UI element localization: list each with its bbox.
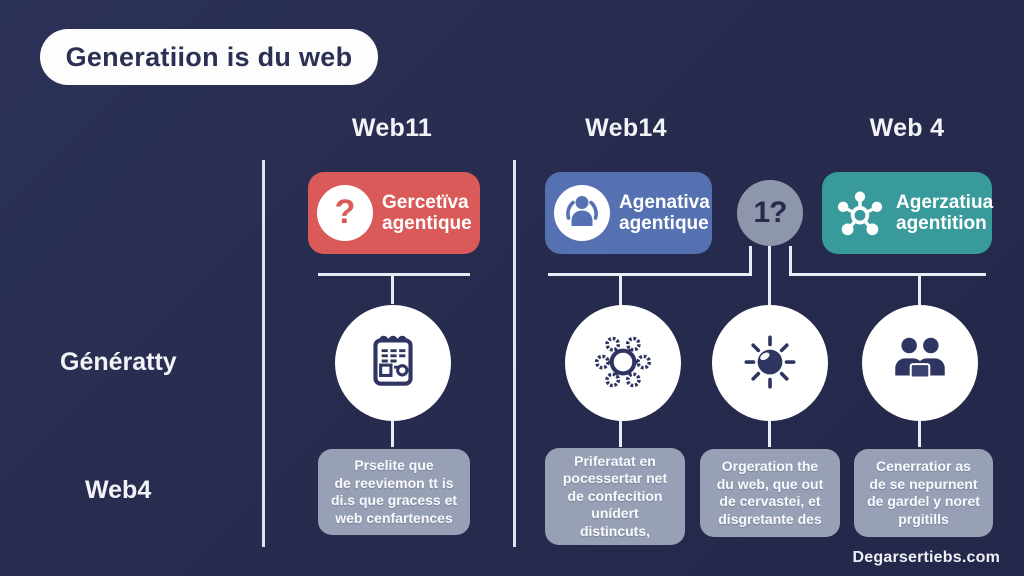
people-collaboration-icon [887, 328, 953, 399]
question-mark-icon: ? [317, 185, 373, 241]
badge-label: Agenativa agentique [619, 191, 710, 234]
description-box-2: Priferatat en pocessertar net de confecí… [545, 448, 685, 545]
molecule-icon [831, 184, 889, 242]
badge-label: Gercetïva agentique [382, 191, 472, 234]
page-title: Generatiion is du web [40, 29, 378, 85]
badge-organization-agent-teal: Agerzatiua agentition [822, 172, 994, 254]
question-circle-node: 1? [737, 180, 803, 246]
row-label-web4: Web4 [85, 476, 152, 504]
sun-sphere-icon [737, 328, 803, 399]
connector-stub-right-up [789, 246, 792, 276]
connector-col2-horizontal [548, 273, 752, 276]
connector-circle2-to-box [619, 420, 622, 447]
connector-circle4-to-box [918, 420, 921, 447]
connector-col4-down [918, 276, 921, 306]
connector-col2-down [619, 276, 622, 306]
icon-circle-gear-network [565, 305, 681, 421]
notepad-icon [360, 328, 426, 399]
connector-col1-down [391, 276, 394, 304]
connector-center-down [768, 246, 771, 306]
icon-circle-notepad [335, 305, 451, 421]
divider-line-left [262, 160, 265, 547]
connector-circle3-to-box [768, 420, 771, 447]
icon-circle-sun [712, 305, 828, 421]
row-label-generative: Génératty [60, 348, 177, 376]
watermark-text: Degarsertiebs.com [852, 549, 1000, 566]
connector-col1-horizontal [318, 273, 470, 276]
column-header-web4: Web 4 [869, 114, 945, 142]
badge-agentic-agent-blue: Agenativa agentique [545, 172, 712, 254]
connector-stub-left-up [749, 246, 752, 276]
badge-label: Agerzatiua agentition [896, 191, 994, 234]
description-box-1: Prselite que de reeviemon tt is di.s que… [318, 449, 470, 535]
connector-col3-horizontal [789, 273, 986, 276]
divider-line-middle [513, 160, 516, 547]
column-header-web14: Web14 [585, 114, 667, 142]
page-title-text: Generatiion is du web [65, 41, 353, 72]
connector-circle1-to-box [391, 420, 394, 447]
person-idea-icon [554, 185, 610, 241]
description-box-3: Orgeration the du web, que out de cervas… [700, 449, 840, 537]
description-box-4: Cenerratior as de se nepurnent de gardel… [854, 449, 993, 537]
gear-network-icon [590, 328, 656, 399]
column-header-web11: Web11 [351, 114, 433, 142]
icon-circle-people [862, 305, 978, 421]
badge-generative-agent-red: ? Gercetïva agentique [308, 172, 480, 254]
